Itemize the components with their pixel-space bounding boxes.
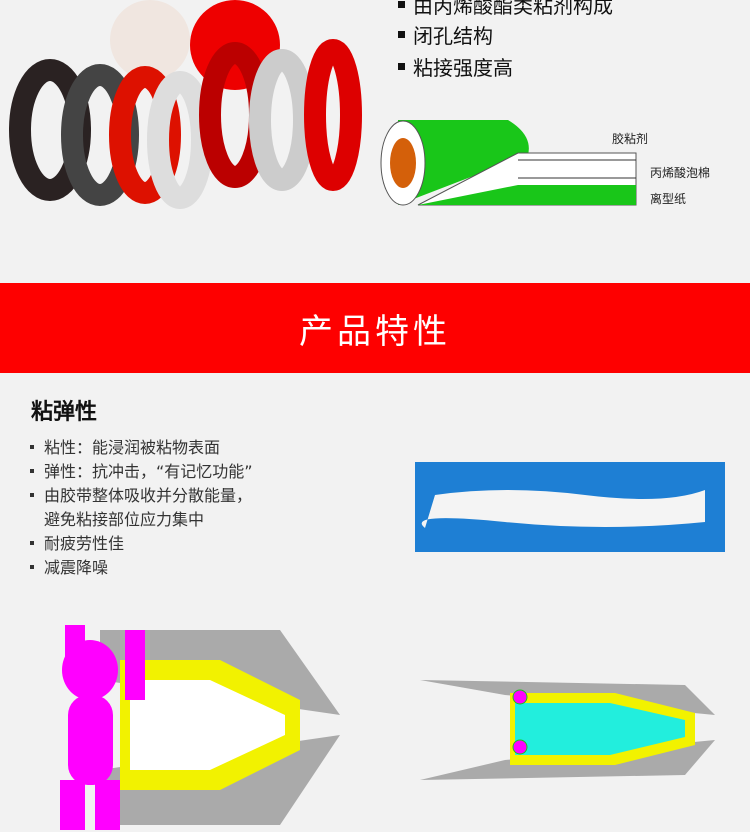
stress-illustration-large <box>60 625 340 830</box>
list-item: 弹性：抗冲击，“有记忆功能” <box>30 460 253 484</box>
label-adhesive: 胶粘剂 <box>612 132 649 146</box>
feature-item: 闭孔结构 <box>398 20 493 49</box>
list-item: 避免粘接部位应力集中 <box>44 510 205 529</box>
label-foam: 丙烯酸泡棉 <box>650 166 711 180</box>
list-item: 由胶带整体吸收并分散能量， <box>30 484 253 508</box>
stress-illustration-small <box>420 680 715 780</box>
foam-cross-section-image <box>415 462 725 552</box>
list-item: 粘性：能浸润被粘物表面 <box>30 436 253 460</box>
feature-item: 由丙烯酸酯类粘剂构成 <box>398 0 613 19</box>
section-banner: 产品特性 <box>0 283 750 373</box>
tape-rolls-image <box>9 0 362 209</box>
section-title: 粘弹性 <box>31 400 98 425</box>
list-item: 减震降噪 <box>30 556 253 580</box>
label-liner: 离型纸 <box>650 192 687 206</box>
feature-item: 粘接强度高 <box>398 52 513 81</box>
feature-list: 粘性：能浸润被粘物表面 弹性：抗冲击，“有记忆功能” 由胶带整体吸收并分散能量，… <box>30 436 253 580</box>
list-item: 耐疲劳性佳 <box>30 532 253 556</box>
tape-structure-diagram <box>380 120 637 206</box>
